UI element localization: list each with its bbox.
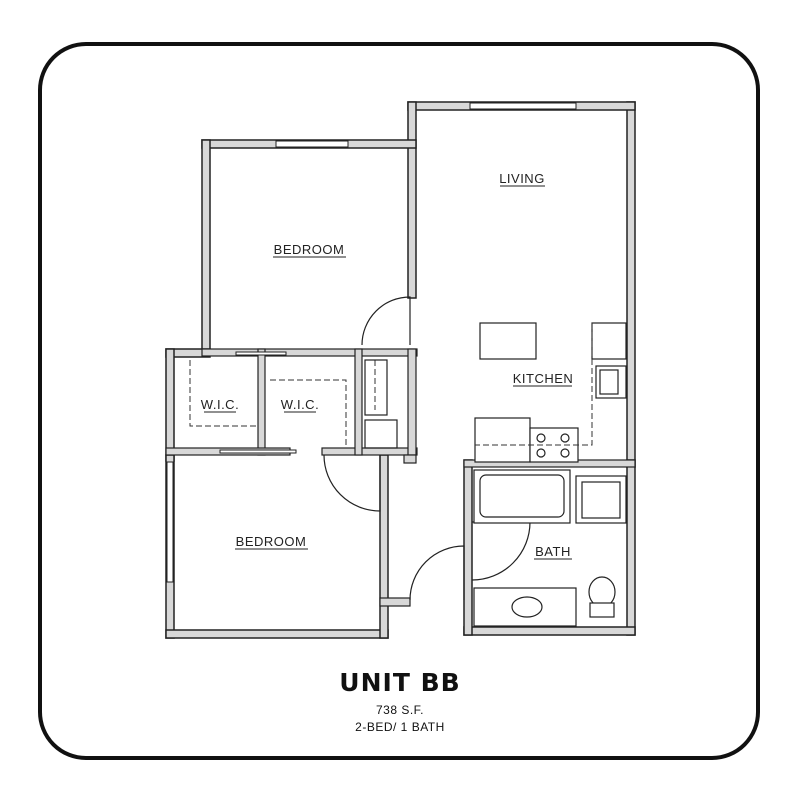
- kitchen-fixtures: [474, 322, 627, 463]
- plan-frame: [38, 42, 760, 760]
- room-label-kitchen: KITCHEN: [513, 371, 574, 386]
- kitchen-counter-line: [475, 323, 593, 446]
- linen-closet: [364, 359, 398, 449]
- unit-area: 738 S.F.: [375, 703, 425, 717]
- room-label-wic-right: W.I.C.: [281, 397, 319, 412]
- sliding-doors: [219, 351, 297, 454]
- room-label-living: LIVING: [499, 171, 545, 186]
- room-label-wic-left: W.I.C.: [201, 397, 239, 412]
- room-label-bath: BATH: [535, 544, 571, 559]
- closet-shelves: [189, 360, 376, 445]
- room-label-bedroom-upper: BEDROOM: [274, 242, 345, 257]
- unit-beds-baths: 2-BED/ 1 BATH: [355, 720, 445, 734]
- room-labels: LIVING BEDROOM W.I.C. W.I.C. KITCHEN BED…: [201, 171, 574, 560]
- door-swings: [323, 296, 531, 601]
- windows: [166, 102, 577, 583]
- unit-title: UNIT BB: [339, 668, 461, 697]
- room-label-bedroom-lower: BEDROOM: [236, 534, 307, 549]
- bath-fixtures: [473, 469, 627, 627]
